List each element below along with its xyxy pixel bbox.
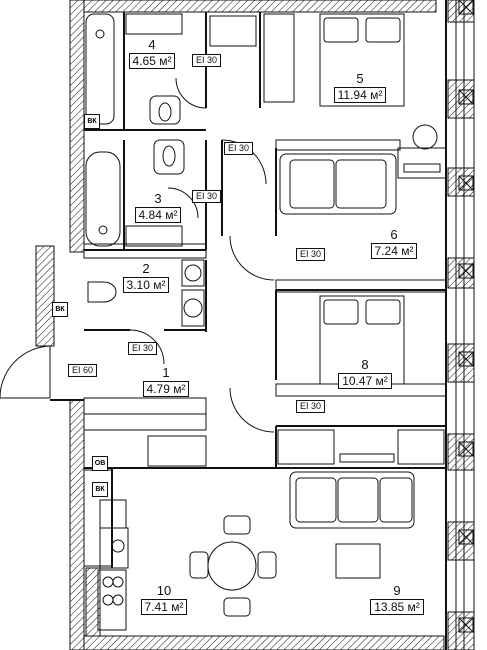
window-frame-marks [458,0,474,633]
bathroom-4-fixtures [85,13,295,125]
room-area: 4.65 м² [128,53,176,69]
fire-rating-tag: EI 30 [296,400,326,413]
living-6-furniture [279,153,397,215]
room-area: 10.47 м² [338,373,392,389]
room-10-label: 10 7.41 м² [132,584,196,616]
room-8-label: 8 10.47 м² [330,358,400,390]
room-area: 3.10 м² [122,277,170,293]
door-swings [129,77,275,433]
room-5-label: 5 11.94 м² [328,72,392,104]
shaft-label: ОВ [92,456,108,471]
room-number: 6 [390,227,398,242]
right-facade [445,0,475,650]
entrance-door [0,345,51,399]
room-number: 8 [361,357,369,372]
room-area: 4.79 м² [142,381,190,397]
fire-rating-tag: EI 30 [192,190,222,203]
fire-rating-tag: EI 60 [68,364,98,377]
bathroom-2-fixtures [87,259,205,327]
fire-rating-tag: EI 30 [192,54,222,67]
room-1-label: 1 4.79 м² [134,366,198,398]
room-area: 11.94 м² [333,87,387,103]
shaft-label: ВК [92,482,108,497]
room-number: 4 [148,37,156,52]
hallway-wardrobe [83,397,207,467]
room-2-label: 2 3.10 м² [114,262,178,294]
fire-rating-tag: EI 30 [296,248,326,261]
room-3-label: 3 4.84 м² [126,192,190,224]
room-number: 5 [356,71,364,86]
window-piers [447,0,475,650]
room-number: 10 [156,583,172,598]
room-number: 3 [154,191,162,206]
room-9-label: 9 13.85 м² [360,584,434,616]
living-9-furniture [277,429,445,579]
shaft-label: ВК [52,302,68,317]
exterior-walls [35,0,445,650]
room-number: 2 [142,261,150,276]
room-area: 4.84 м² [134,207,182,223]
kitchen-10-furniture [83,469,277,631]
room-4-label: 4 4.65 м² [120,38,184,70]
room-number: 1 [162,365,170,380]
fire-rating-tag: EI 30 [224,142,254,155]
room-area: 7.24 м² [370,243,418,259]
shaft-label: ВК [84,114,100,129]
bathroom-3-fixtures [85,139,185,247]
room-area: 13.85 м² [370,599,424,615]
fire-rating-tag: EI 30 [128,342,158,355]
room-6-label: 6 7.24 м² [362,228,426,260]
bedroom-5-furniture [319,13,438,150]
room-number: 9 [393,583,401,598]
room-area: 7.41 м² [140,599,188,615]
